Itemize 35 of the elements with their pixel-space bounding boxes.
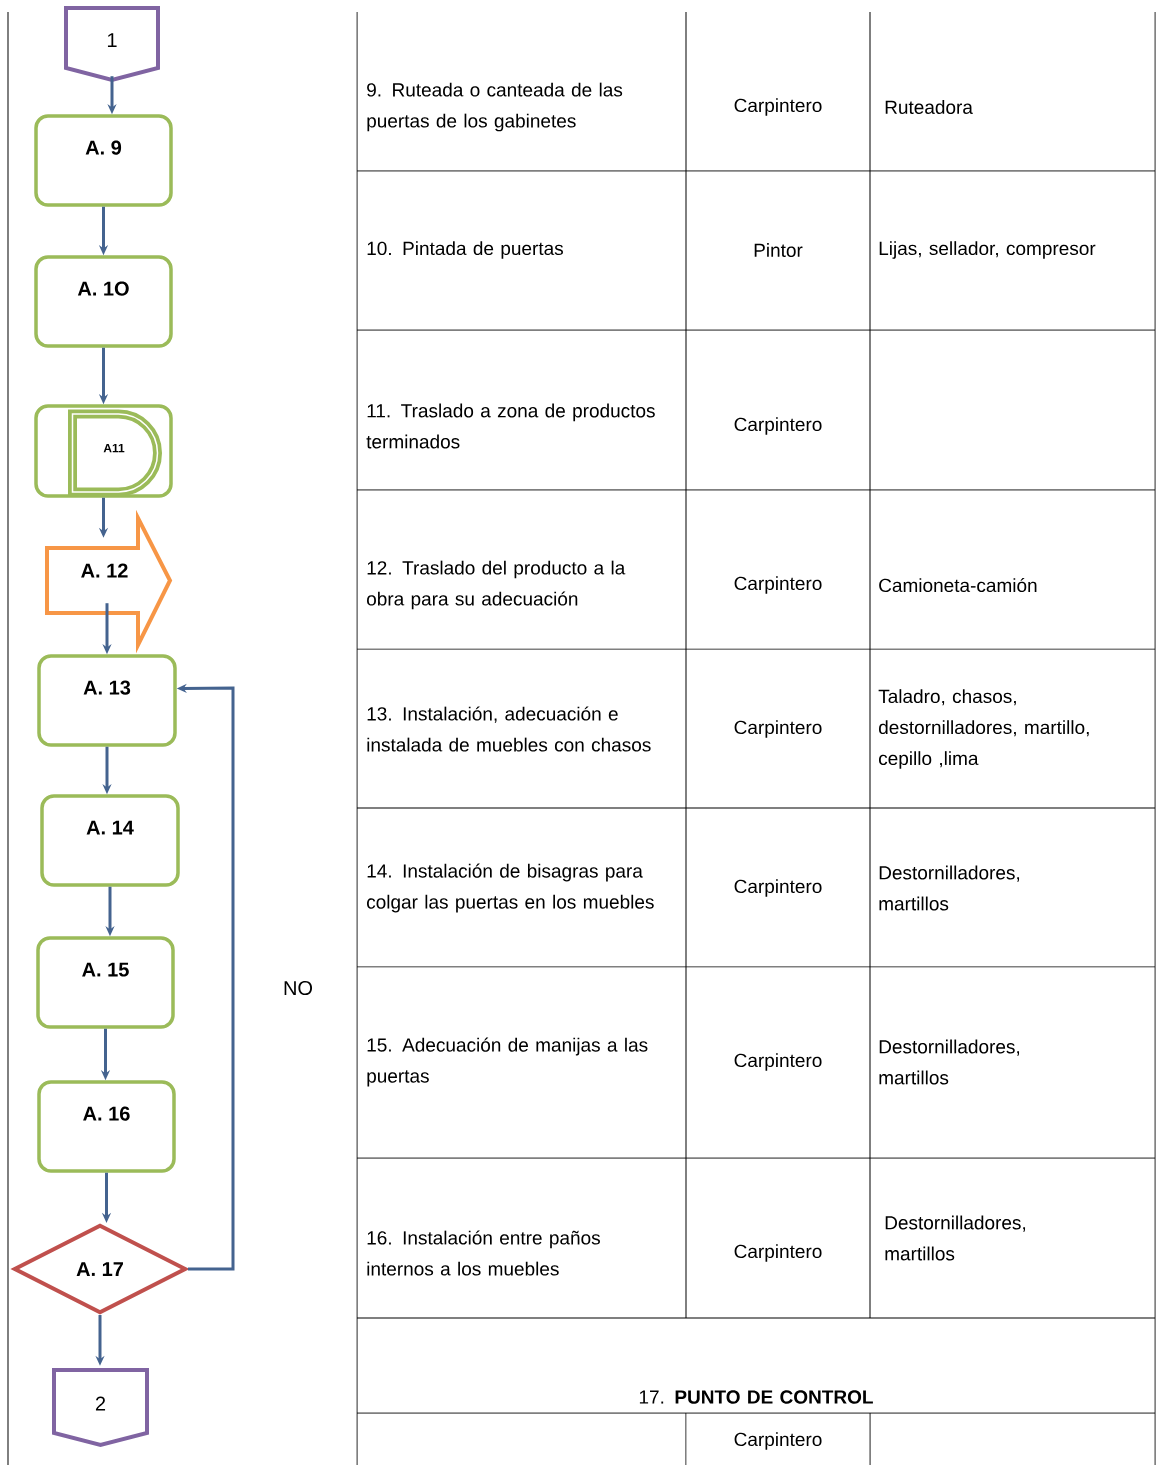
table-cell-text: 14. Instalación de bisagras para colgar las puertas en los muebles: [367, 863, 654, 913]
offpage-connector: 2: [52, 1368, 149, 1448]
table-cell-text: 17. PUNTO DE CONTROL: [639, 1390, 873, 1404]
table-cell-text: 12. Traslado del producto a la obra para su adecuación: [367, 560, 626, 610]
edge-label: NO: [281, 978, 315, 998]
process-box: A. 13: [37, 654, 177, 747]
process-box: A. 16: [37, 1080, 176, 1173]
table-cell-text: 10. Pintada de puertas: [367, 241, 563, 259]
table-cell-text: 15. Adecuación de manijas a las puertas: [367, 1037, 648, 1087]
table-cell-text: Carpintero: [734, 879, 822, 897]
table-cell-text: Destornilladores, martillos: [879, 1039, 1020, 1085]
table-cell-text: 13. Instalación, adecuación e instalada de muebles con chasos: [367, 706, 651, 752]
table-cell-text: Carpintero: [734, 417, 822, 435]
table-cell-text: Destornilladores, martillos: [885, 1215, 1026, 1261]
table-cell-text: Camioneta-camión: [879, 577, 1037, 593]
table-cell-text: Carpintero: [734, 576, 822, 594]
table-cell-text: Ruteadora: [885, 100, 973, 114]
table-cell-text: Carpintero: [734, 1244, 822, 1262]
table-cell-text: Carpintero: [734, 1432, 822, 1450]
table-cell-text: 16. Instalación entre paños internos a los muebles: [367, 1230, 600, 1276]
process-box: A. 15: [36, 936, 175, 1029]
table-cell-text: Carpintero: [734, 98, 822, 116]
table-cell-text: Carpintero: [734, 720, 822, 738]
table-cell-text: 11. Traslado a zona de productos terminados: [366, 403, 655, 449]
table-cell-text: Lijas, sellador, compresor: [879, 241, 1096, 259]
offpage-connector: 1: [64, 6, 160, 83]
process-box: A. 9: [34, 114, 173, 207]
process-box: A. 14: [40, 794, 180, 887]
table-cell-text: Pintor: [754, 243, 803, 257]
process-box: A. 1O: [34, 255, 173, 348]
table-cell-text: Destornilladores, martillos: [879, 865, 1020, 911]
table-cell-text: Carpintero: [734, 1053, 822, 1071]
process-box: [34, 404, 173, 498]
table-cell-text: 9. Ruteada o canteada de las puertas de los gabinetes: [367, 82, 623, 132]
table-cell-text: Taladro, chasos, destornilladores, martillo, cepillo ,lima: [878, 689, 1089, 769]
